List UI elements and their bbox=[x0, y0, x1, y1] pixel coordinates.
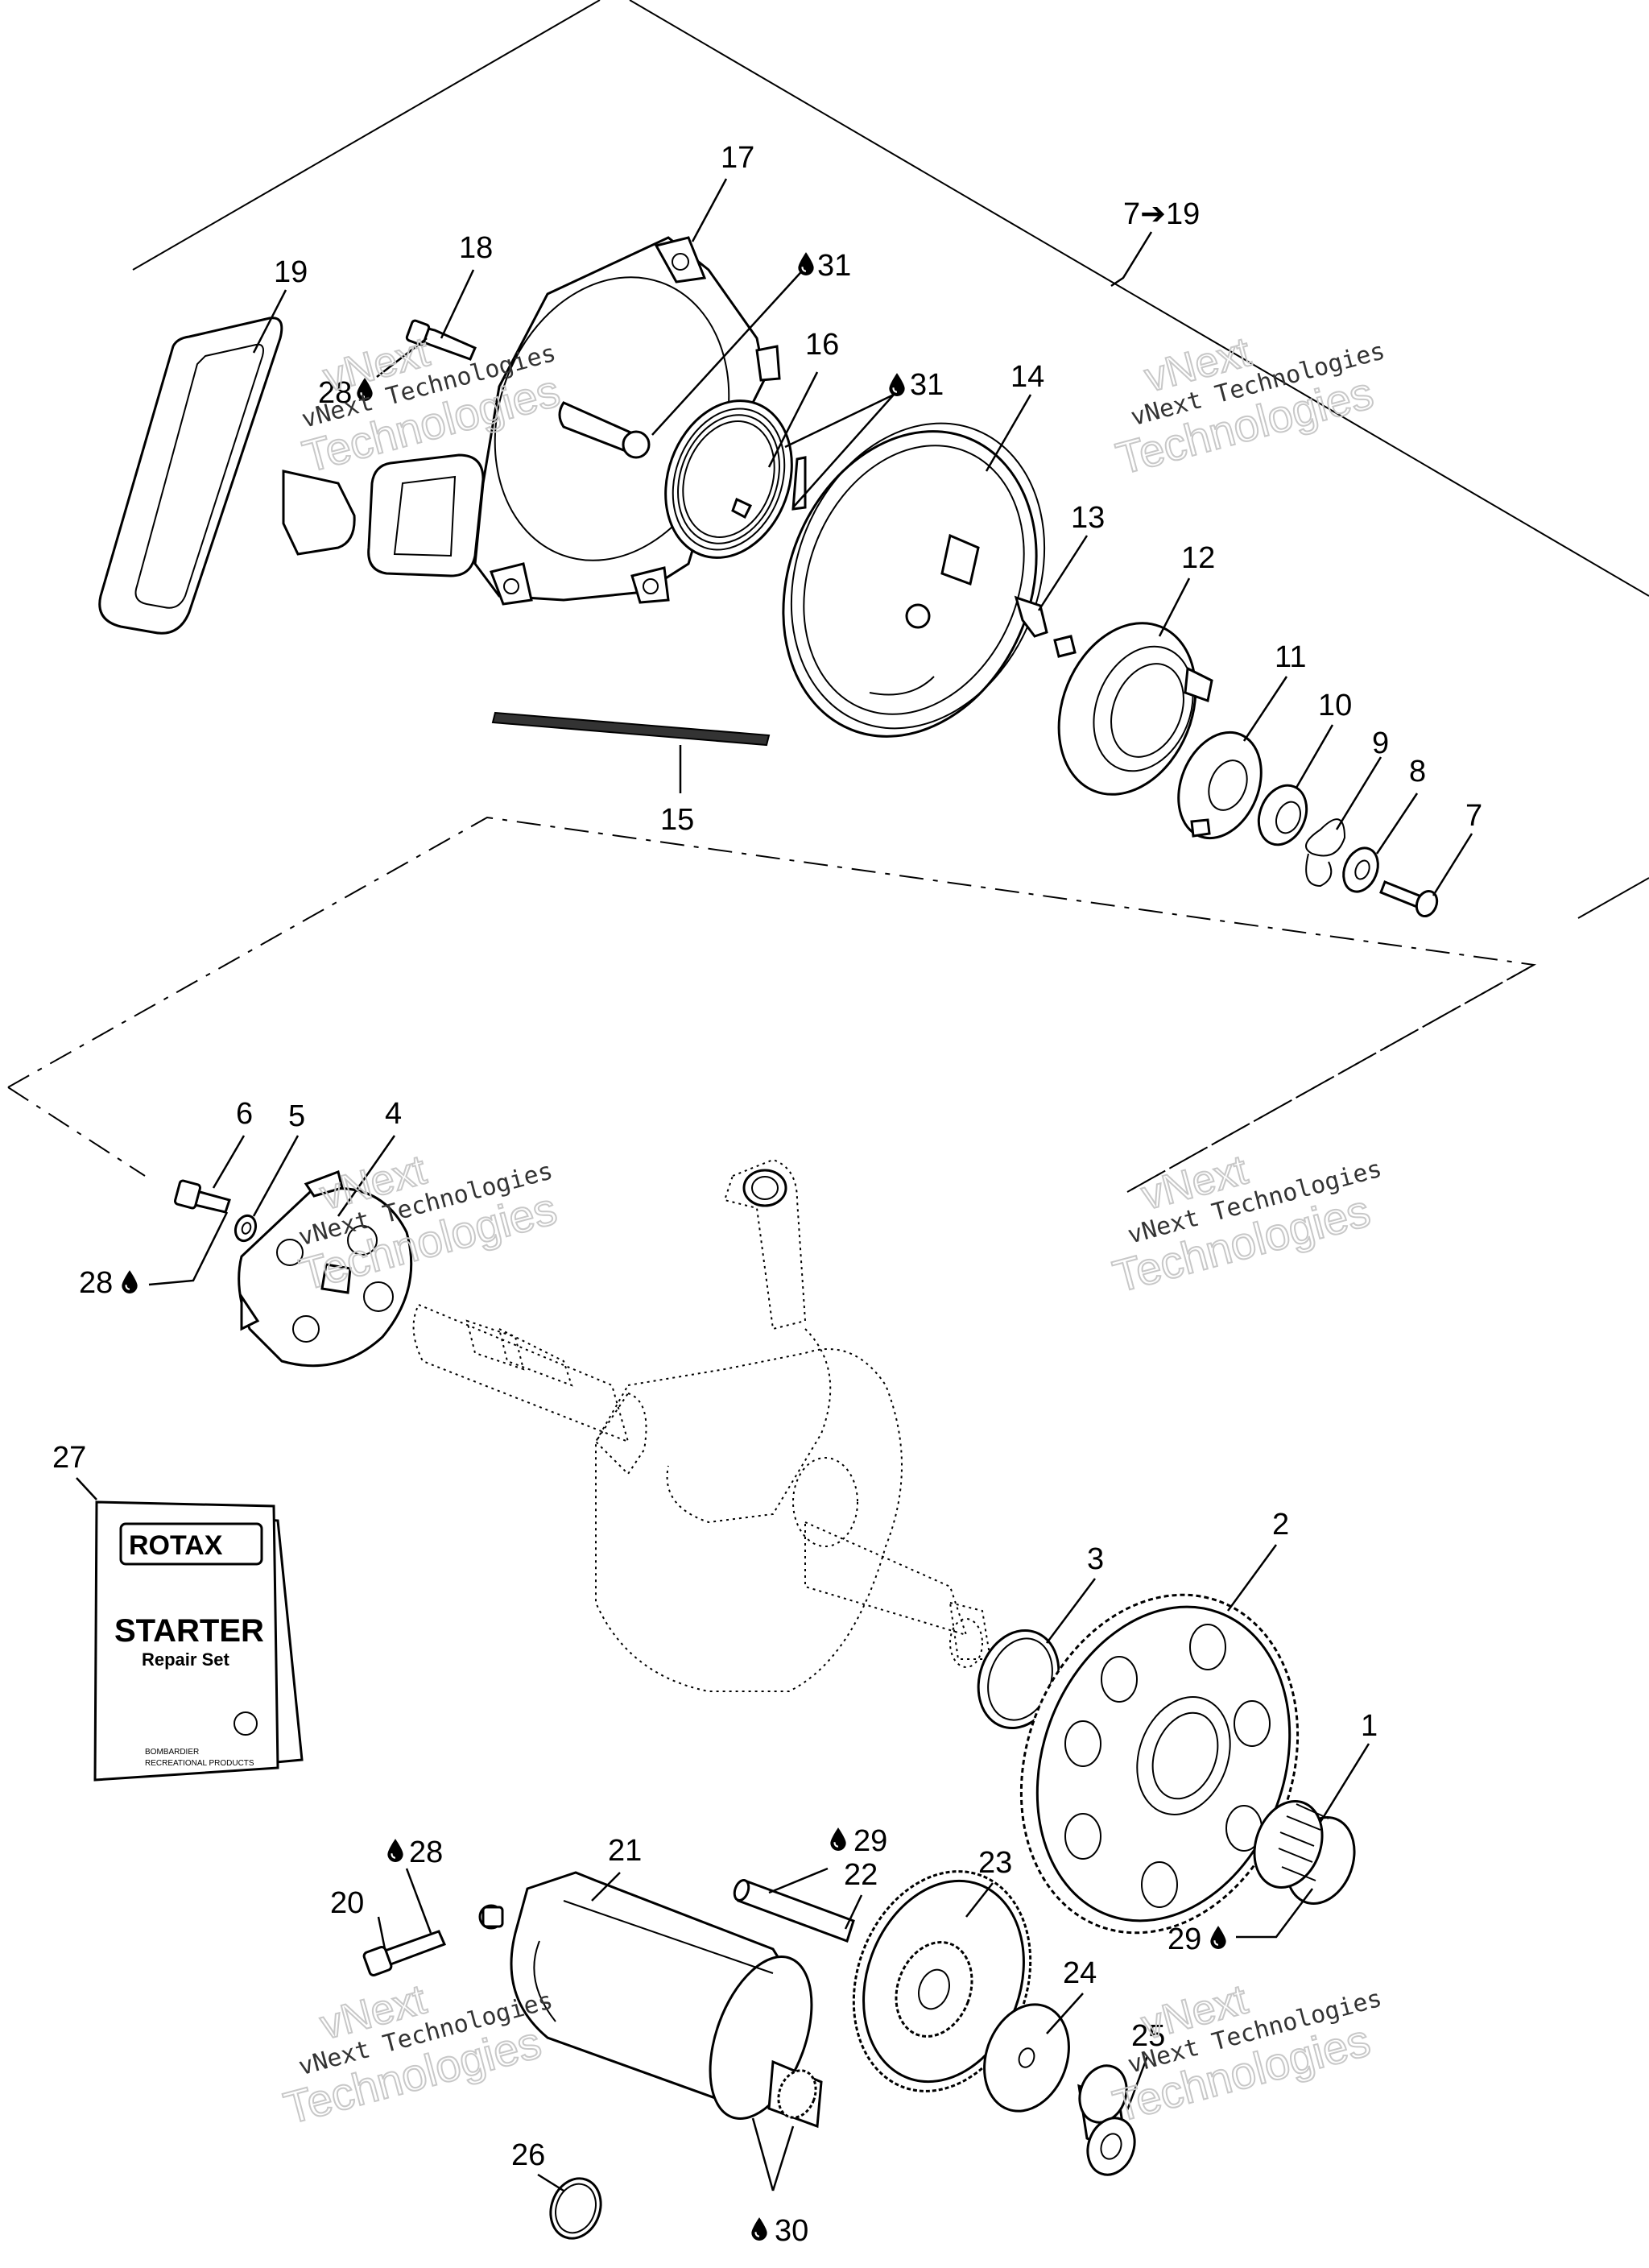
pawl-lock bbox=[1053, 622, 1213, 796]
lubricant-drop-icon bbox=[386, 1838, 404, 1862]
callout-27: 27 bbox=[52, 1441, 86, 1475]
callout-4: 4 bbox=[385, 1097, 402, 1131]
callout-22: 22 bbox=[844, 1858, 878, 1892]
callout-14: 14 bbox=[1010, 360, 1044, 394]
callout-10: 10 bbox=[1318, 689, 1352, 722]
manual-brand: ROTAX bbox=[129, 1530, 223, 1561]
callout-24: 24 bbox=[1063, 1956, 1097, 1990]
screw-7 bbox=[1379, 880, 1439, 918]
callout-29-b: 29 bbox=[853, 1824, 887, 1858]
washer-8 bbox=[1342, 846, 1379, 893]
crankshaft-section-frame bbox=[7, 816, 1537, 1193]
rope-pulley bbox=[782, 422, 1046, 738]
starter-ring-gear bbox=[1019, 1593, 1300, 1935]
callout-9: 9 bbox=[1372, 726, 1389, 760]
manual-maker: BOMBARDIER bbox=[145, 1748, 199, 1757]
callout-18: 18 bbox=[459, 231, 493, 265]
bushing-25 bbox=[1077, 2064, 1136, 2176]
callout-19: 19 bbox=[274, 255, 308, 289]
callout-28-a: 28 bbox=[318, 376, 352, 410]
callout-7: 7 bbox=[1465, 799, 1482, 833]
rope-guide bbox=[367, 453, 485, 577]
screw-18 bbox=[405, 319, 477, 361]
callout-7-19: 7➔19 bbox=[1123, 197, 1200, 231]
callout-23: 23 bbox=[978, 1846, 1012, 1880]
callout-26: 26 bbox=[511, 2138, 545, 2172]
callout-17: 17 bbox=[721, 141, 754, 175]
manual-subtitle: Repair Set bbox=[142, 1649, 229, 1670]
recoil-spring bbox=[664, 399, 807, 559]
callout-3: 3 bbox=[1087, 1542, 1104, 1576]
callout-5: 5 bbox=[288, 1099, 305, 1133]
callout-29-a: 29 bbox=[1168, 1922, 1201, 1956]
needle-bearing bbox=[1253, 1800, 1356, 1905]
leader-lines bbox=[76, 178, 1473, 2192]
washer-5 bbox=[234, 1214, 258, 1243]
manual-maker-sub: RECREATIONAL PRODUCTS bbox=[145, 1759, 254, 1768]
callout-28-b: 28 bbox=[79, 1266, 113, 1300]
crankshaft bbox=[412, 1158, 992, 1692]
callout-11: 11 bbox=[1275, 640, 1306, 674]
callout-1: 1 bbox=[1361, 1709, 1378, 1743]
callout-20: 20 bbox=[330, 1886, 364, 1920]
callout-16: 16 bbox=[805, 328, 839, 362]
callout-6: 6 bbox=[236, 1097, 253, 1131]
callout-21: 21 bbox=[608, 1834, 642, 1868]
starter-handle bbox=[98, 317, 356, 635]
callout-8: 8 bbox=[1409, 755, 1426, 788]
friction-plate bbox=[1177, 730, 1263, 840]
callout-25: 25 bbox=[1131, 2019, 1165, 2053]
lubricant-drop-icon bbox=[829, 1827, 847, 1851]
lubricant-drop-icon bbox=[1209, 1925, 1227, 1949]
starter-rope bbox=[491, 711, 771, 747]
callout-31-b: 31 bbox=[910, 368, 944, 402]
callout-2: 2 bbox=[1272, 1508, 1289, 1542]
lubricant-drop-icon bbox=[750, 2216, 768, 2241]
manual-title: STARTER bbox=[114, 1613, 264, 1649]
pin-22 bbox=[733, 1878, 855, 1943]
o-ring-26 bbox=[549, 2177, 602, 2240]
callout-12: 12 bbox=[1181, 541, 1215, 575]
recoil-starter-frame bbox=[132, 0, 1649, 919]
callout-28-c: 28 bbox=[409, 1836, 443, 1869]
pawl bbox=[1014, 595, 1048, 638]
trigger-wheel bbox=[238, 1170, 413, 1368]
repair-manual: ROTAX STARTER Repair Set BOMBARDIER RECR… bbox=[93, 1500, 304, 1782]
bolt-6 bbox=[173, 1179, 231, 1214]
bolt-20 bbox=[362, 1930, 447, 1976]
lubricant-drop-icon bbox=[888, 372, 906, 396]
spring-9 bbox=[1305, 818, 1346, 888]
watermark-4: vNext vNext Technologies Technologies bbox=[1107, 1145, 1385, 1302]
callout-30: 30 bbox=[775, 2214, 808, 2248]
callout-labels: 17 7➔19 19 18 31 16 31 14 28 13 12 11 10… bbox=[52, 141, 1482, 2248]
callout-31-a: 31 bbox=[817, 249, 851, 283]
watermark-2: vNext vNext Technologies Technologies bbox=[1110, 328, 1388, 485]
callout-15: 15 bbox=[660, 803, 694, 837]
starter-motor bbox=[478, 1871, 823, 2129]
washer-10 bbox=[1257, 784, 1308, 846]
callout-13: 13 bbox=[1071, 501, 1105, 535]
lubricant-drop-icon bbox=[797, 251, 815, 275]
lubricant-drop-icon bbox=[121, 1269, 138, 1293]
